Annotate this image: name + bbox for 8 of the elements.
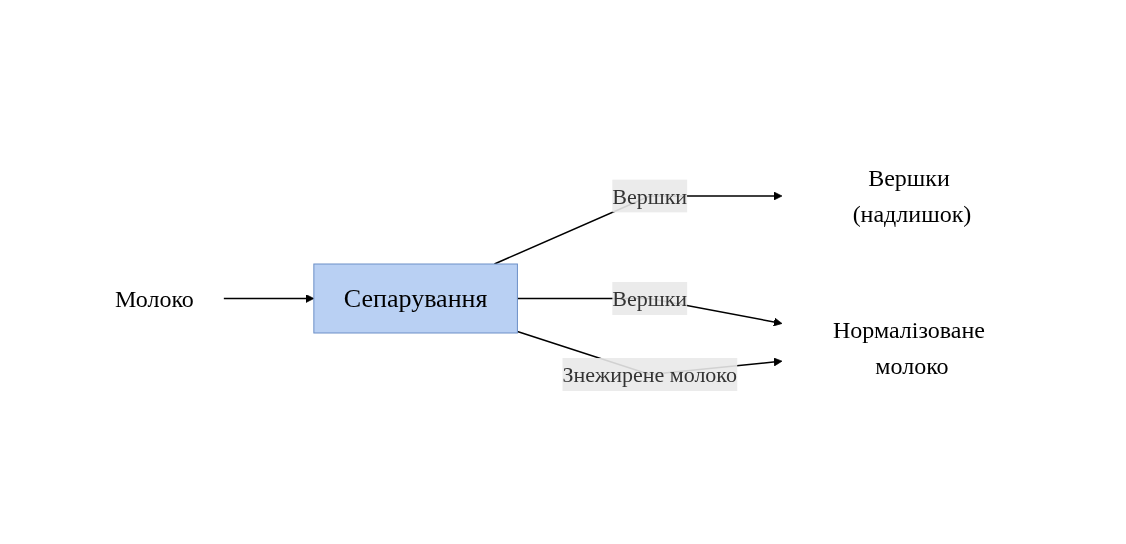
edge-label: Вершки	[611, 183, 687, 209]
arrow	[222, 294, 314, 303]
node-box: Сепарування	[312, 263, 518, 334]
node-text: Вершки (надлишок)	[852, 165, 971, 227]
node-text: Молоко	[114, 285, 194, 312]
edge-label: Вершки	[611, 286, 687, 311]
edge-label: Знежирене молоко	[561, 362, 737, 387]
node-text: Нормалізоване молоко	[832, 317, 985, 379]
